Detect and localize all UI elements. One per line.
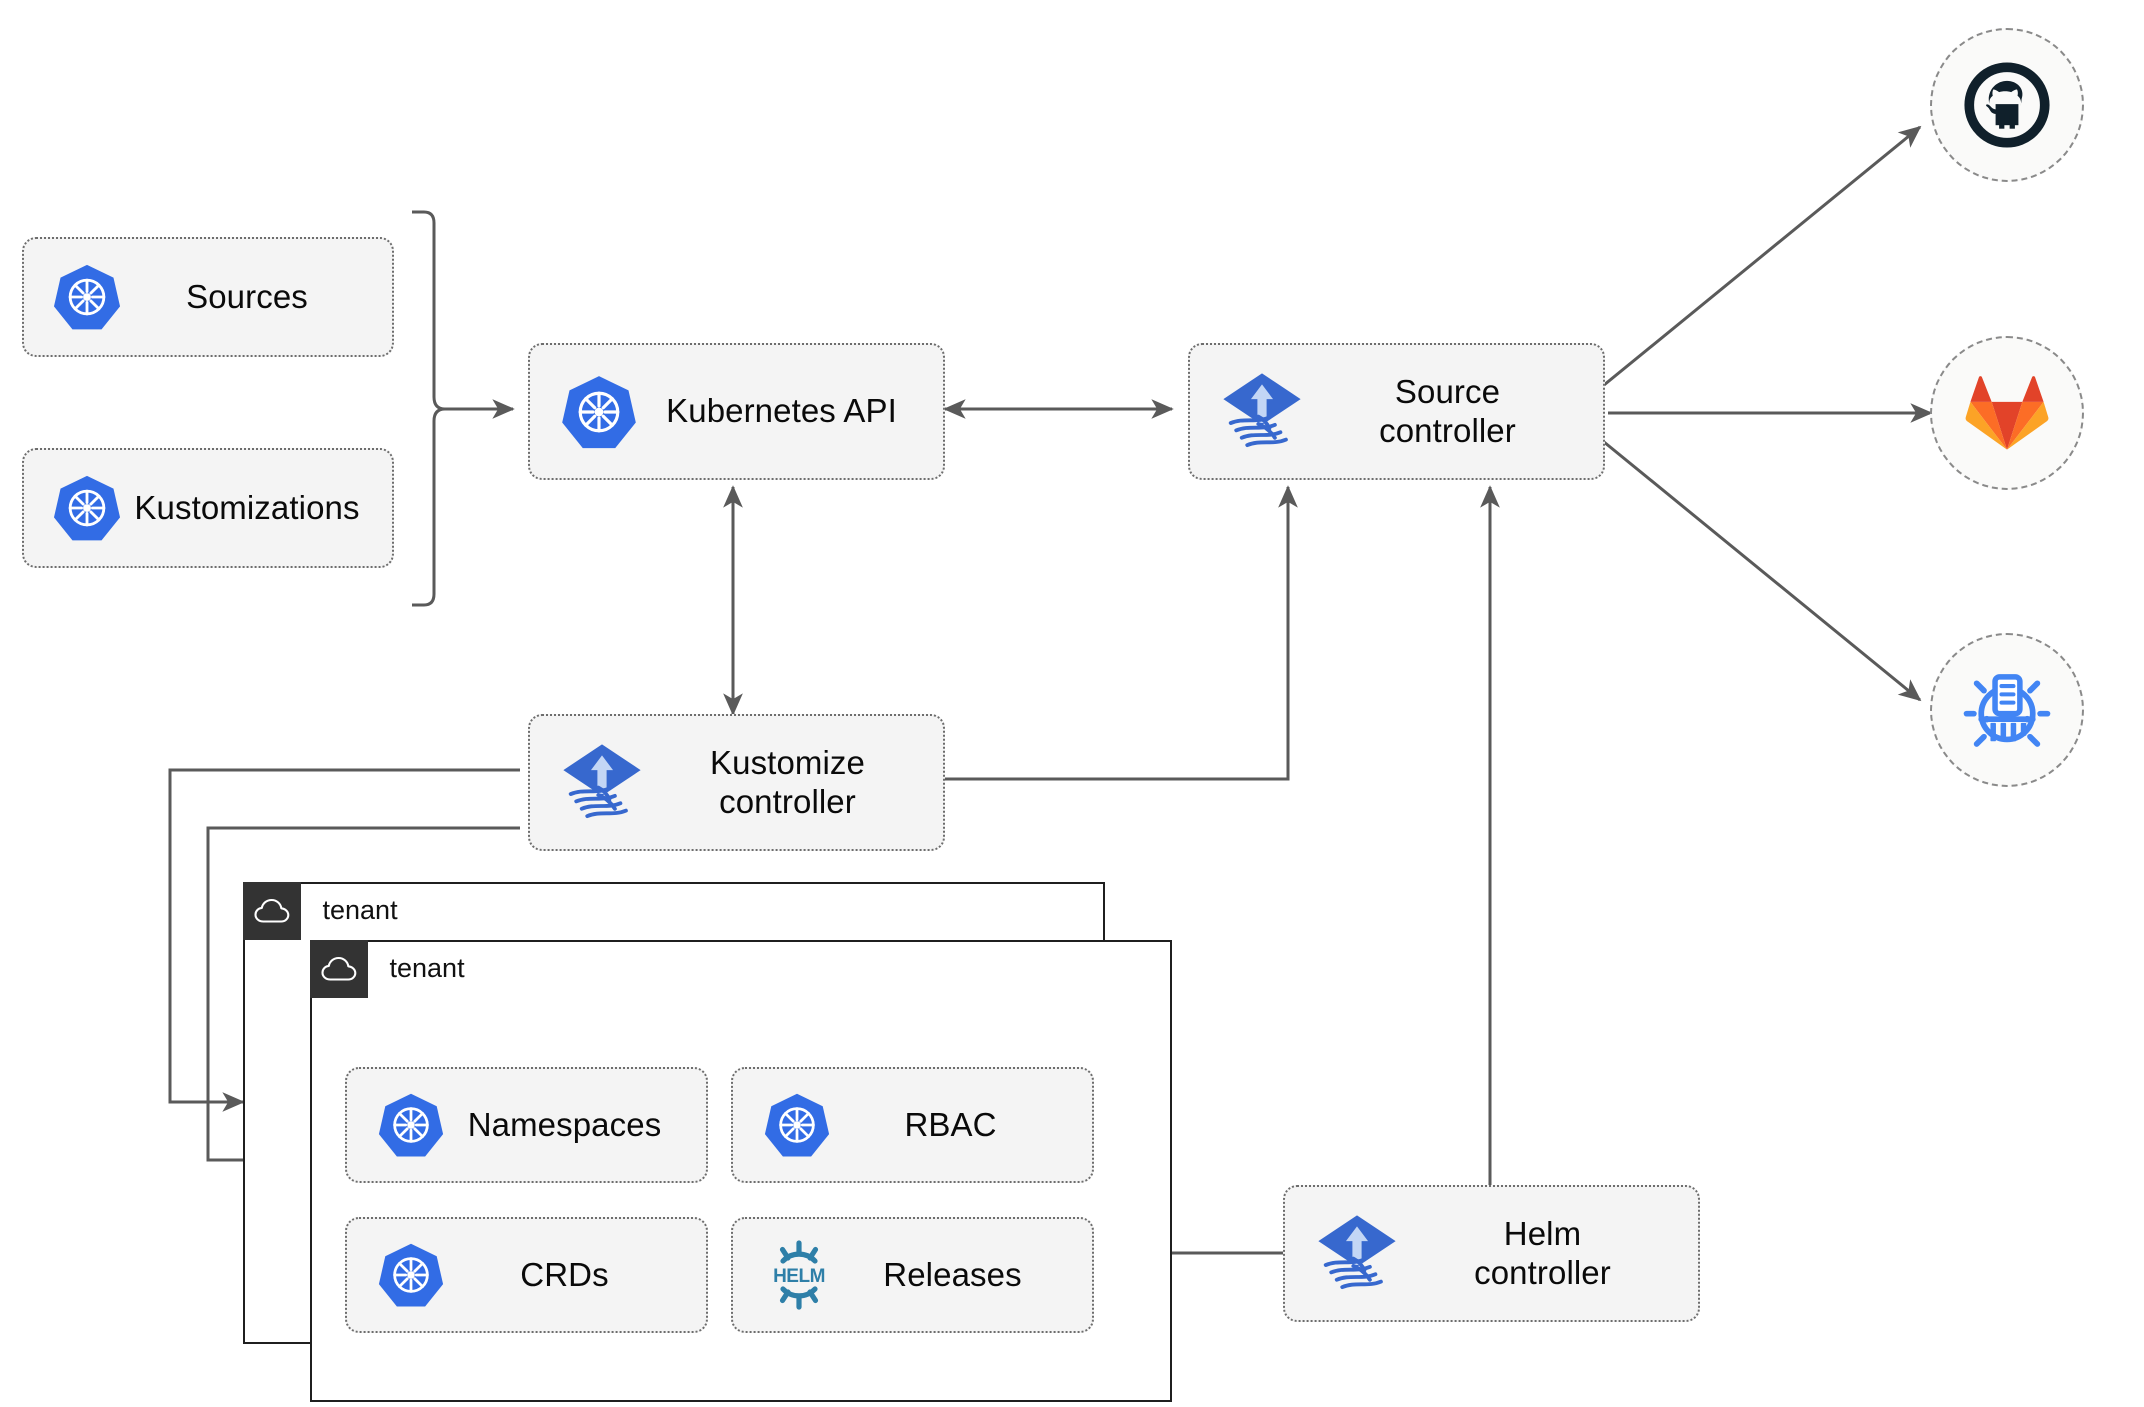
kubernetes-icon xyxy=(377,1091,445,1159)
tenant-resource-releases[interactable]: HELM Releases xyxy=(731,1217,1094,1333)
edge-brace-sources xyxy=(412,210,446,607)
resource-sources[interactable]: Sources xyxy=(22,237,394,357)
tenant-resource-namespaces[interactable]: Namespaces xyxy=(345,1067,708,1183)
node-label: Helm controller xyxy=(1474,1214,1611,1291)
kubernetes-icon xyxy=(560,373,638,451)
helm-repository-icon xyxy=(1963,674,2051,747)
tenant-resource-label: RBAC xyxy=(904,1105,997,1143)
edge-source-to-github xyxy=(1603,125,1922,387)
tenant-resource-crds[interactable]: CRDs xyxy=(345,1217,708,1333)
tenant-resource-label: Namespaces xyxy=(467,1105,662,1143)
cloud-icon xyxy=(309,939,368,998)
tenant-title-bar: tenant xyxy=(242,881,398,940)
cloud-icon xyxy=(242,881,301,940)
svg-text:HELM: HELM xyxy=(773,1266,825,1287)
edge-source-to-bucket xyxy=(1603,440,1922,702)
node-label: Kustomize controller xyxy=(710,743,865,820)
node-kustomize-controller[interactable]: Kustomize controller xyxy=(528,714,945,851)
node-helm-controller[interactable]: Helm controller xyxy=(1283,1185,1700,1322)
flux-icon xyxy=(1216,366,1308,458)
tenant-resource-label: Releases xyxy=(883,1255,1022,1293)
helm-icon: HELM xyxy=(763,1239,835,1311)
tenant-resource-label: CRDs xyxy=(520,1255,609,1293)
node-source-controller[interactable]: Source controller xyxy=(1188,343,1605,480)
provider-helm-repository[interactable] xyxy=(1930,633,2084,787)
tenant-container-front[interactable]: tenant Namespaces xyxy=(309,939,1172,1402)
kubernetes-icon xyxy=(52,473,122,543)
tenant-resource-rbac[interactable]: RBAC xyxy=(731,1067,1094,1183)
flux-icon xyxy=(556,737,648,829)
node-label: Source controller xyxy=(1379,372,1516,449)
tenant-name-front: tenant xyxy=(389,953,465,983)
flux-icon xyxy=(1311,1208,1403,1300)
github-icon xyxy=(1964,62,2050,148)
node-kubernetes-api[interactable]: Kubernetes API xyxy=(528,343,945,480)
kubernetes-icon xyxy=(377,1241,445,1309)
resource-kustomizations[interactable]: Kustomizations xyxy=(22,448,394,568)
resource-label: Kustomizations xyxy=(134,488,360,526)
edge-kustomize-to-source xyxy=(945,485,1298,781)
provider-github[interactable] xyxy=(1930,28,2084,182)
kubernetes-icon xyxy=(52,262,122,332)
node-label: Kubernetes API xyxy=(666,392,897,430)
resource-label: Sources xyxy=(186,277,308,315)
kubernetes-icon xyxy=(763,1091,831,1159)
tenant-title-bar: tenant xyxy=(309,939,465,998)
provider-gitlab[interactable] xyxy=(1930,336,2084,490)
tenant-name-back: tenant xyxy=(322,895,398,925)
gitlab-icon xyxy=(1965,376,2049,450)
